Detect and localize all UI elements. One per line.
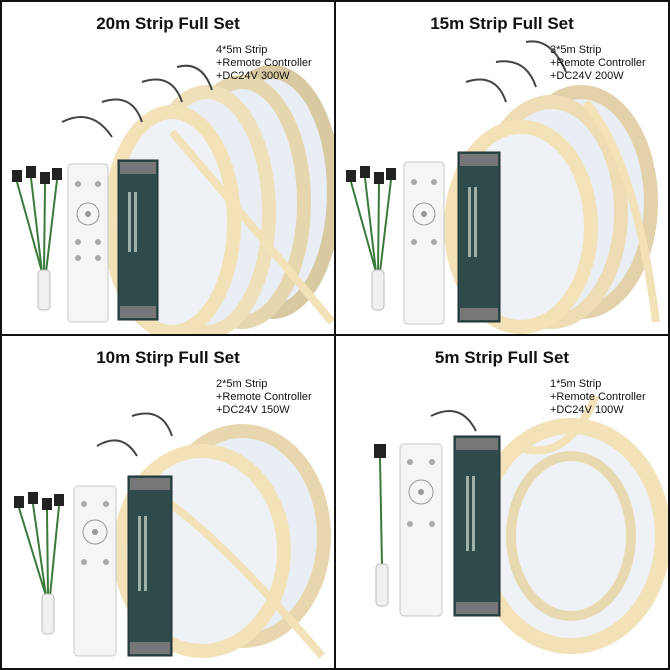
panel-title: 10m Stirp Full Set xyxy=(96,348,240,367)
spec-list: 2*5m Strip +Remote Controller +DC24V 150… xyxy=(216,378,328,417)
panel-title: 5m Strip Full Set xyxy=(434,348,570,367)
product-photo-20m xyxy=(12,64,334,334)
single-connector xyxy=(374,444,389,607)
connector-bundle xyxy=(12,166,62,311)
remote-controller xyxy=(399,443,443,617)
panel-5m-set: 5m Strip Full Set 1*5m Strip +Remote Con… xyxy=(334,334,670,670)
power-supply xyxy=(127,475,173,657)
spec-line: 2*5m Strip xyxy=(216,378,268,390)
spec-list: 3*5m Strip +Remote Controller +DC24V 200… xyxy=(550,44,662,83)
spec-line: +Remote Controller xyxy=(550,391,646,403)
panel-title: 15m Strip Full Set xyxy=(430,14,574,33)
spec-line: +DC24V 100W xyxy=(550,404,624,416)
power-supply xyxy=(117,159,159,321)
spec-line: 1*5m Strip xyxy=(550,378,602,390)
remote-controller xyxy=(73,485,117,657)
remote-controller xyxy=(403,161,445,325)
led-strip-reels xyxy=(471,394,668,654)
spec-line: +DC24V 300W xyxy=(216,70,290,82)
spec-line: +Remote Controller xyxy=(550,57,646,69)
connector-bundle xyxy=(346,166,396,311)
product-photo-10m xyxy=(14,412,331,659)
panel-20m-set: 20m Strip Full Set 4*5m Strip +Remote Co… xyxy=(0,0,336,336)
remote-controller xyxy=(67,163,109,323)
panel-15m-set: 15m Strip Full Set 3*5m Strip +Remote Co… xyxy=(334,0,670,336)
panel-title: 20m Strip Full Set xyxy=(96,14,240,33)
connector-bundle xyxy=(14,492,64,635)
spec-line: +DC24V 150W xyxy=(216,404,290,416)
spec-line: +DC24V 200W xyxy=(550,70,624,82)
spec-line: +Remote Controller xyxy=(216,57,312,69)
product-photo-15m xyxy=(346,40,660,334)
power-supply xyxy=(457,151,501,323)
spec-line: 4*5m Strip xyxy=(216,44,268,56)
spec-list: 1*5m Strip +Remote Controller +DC24V 100… xyxy=(550,378,662,417)
spec-line: 3*5m Strip xyxy=(550,44,602,56)
panel-10m-set: 10m Stirp Full Set 2*5m Strip +Remote Co… xyxy=(0,334,336,670)
power-supply xyxy=(453,435,501,617)
spec-list: 4*5m Strip +Remote Controller +DC24V 300… xyxy=(216,44,328,83)
product-photo-5m xyxy=(374,394,668,654)
spec-line: +Remote Controller xyxy=(216,391,312,403)
